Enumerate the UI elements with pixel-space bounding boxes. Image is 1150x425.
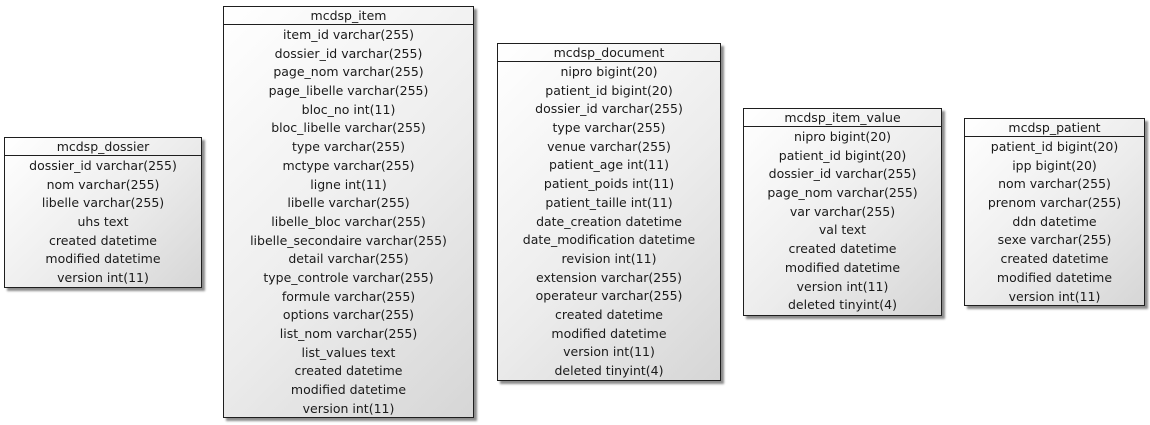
entity-fields: nipro bigint(20) patient_id bigint(20) dos…: [498, 62, 720, 381]
field-row: val text: [818, 222, 867, 238]
field-row: item_id varchar(255): [283, 27, 414, 42]
field-row: created datetime: [48, 232, 157, 248]
field-row: created datetime: [788, 241, 897, 257]
field-row: formule varchar(255): [281, 288, 416, 304]
field-row: libelle_bloc varchar(255): [271, 213, 426, 229]
field-row: libelle varchar(255): [41, 195, 165, 211]
field-row: patient_age int(11): [549, 157, 669, 173]
field-row: dossier_id varchar(255): [768, 166, 917, 182]
field-row: bloc_libelle varchar(255): [271, 120, 426, 136]
field-row: libelle varchar(255): [287, 195, 410, 211]
field-row: prenom varchar(255): [987, 195, 1122, 211]
field-row: options varchar(255): [282, 307, 415, 323]
field-row: patient_id bigint(20): [545, 82, 673, 98]
field-row: mctype varchar(255): [282, 157, 415, 173]
field-row: uhs text: [77, 214, 129, 230]
field-row: libelle_secondaire varchar(255): [250, 232, 447, 248]
field-row: nipro bigint(20): [560, 64, 658, 79]
entity-mcdsp-item[interactable]: mcdsp_item item_id varchar(255) dossier_i…: [223, 6, 474, 418]
field-row: deleted tinyint(4): [554, 363, 664, 378]
field-row: modified datetime: [45, 251, 161, 267]
field-row: nom varchar(255): [46, 176, 160, 192]
entity-title: mcdsp_dossier: [5, 138, 201, 156]
entity-fields: item_id varchar(255) dossier_id varchar(2…: [224, 25, 473, 418]
field-row: version int(11): [563, 344, 655, 360]
entity-mcdsp-patient[interactable]: mcdsp_patient patient_id bigint(20) ipp b…: [964, 118, 1145, 306]
field-row: version int(11): [796, 278, 889, 294]
field-row: deleted tinyint(4): [788, 297, 897, 313]
field-row: patient_poids int(11): [543, 176, 675, 192]
field-row: type_controle varchar(255): [263, 269, 434, 285]
field-row: revision int(11): [561, 250, 657, 266]
field-row: page_libelle varchar(255): [268, 83, 429, 99]
entity-fields: dossier_id varchar(255) nom varchar(255) l…: [5, 156, 201, 288]
field-row: type varchar(255): [552, 120, 666, 136]
field-row: dossier_id varchar(255): [274, 45, 423, 61]
field-row: extension varchar(255): [535, 269, 683, 285]
entity-title: mcdsp_item_value: [744, 109, 941, 127]
field-row: operateur varchar(255): [535, 288, 683, 304]
field-row: date_creation datetime: [536, 213, 682, 229]
field-row: modified datetime: [784, 259, 901, 275]
field-row: nipro bigint(20): [793, 129, 892, 144]
entity-title: mcdsp_patient: [965, 119, 1144, 137]
field-row: venue varchar(255): [547, 138, 671, 154]
field-row: detail varchar(255): [288, 251, 409, 267]
field-row: type varchar(255): [291, 139, 406, 155]
field-row: list_nom varchar(255): [279, 326, 418, 341]
field-row: ligne int(11): [310, 176, 387, 192]
field-row: var varchar(255): [789, 203, 896, 219]
field-row: page_nom varchar(255): [273, 64, 424, 80]
field-row: created datetime: [554, 306, 663, 322]
entity-fields: patient_id bigint(20) ipp bigint(20) nom v…: [965, 137, 1144, 306]
field-row: version int(11): [302, 400, 395, 416]
entity-mcdsp-item-value[interactable]: mcdsp_item_value nipro bigint(20) patient…: [743, 108, 942, 316]
field-row: bloc_no int(11): [301, 101, 396, 117]
field-row: version int(11): [57, 270, 149, 286]
entity-title: mcdsp_document: [498, 44, 720, 62]
entity-fields: nipro bigint(20) patient_id bigint(20) dos…: [744, 127, 941, 315]
field-row: sexe varchar(255): [997, 232, 1112, 248]
field-row: created datetime: [1000, 251, 1109, 267]
field-row: patient_taille int(11): [545, 194, 673, 210]
field-row: patient_id bigint(20): [990, 139, 1119, 154]
field-row: date_modification datetime: [522, 232, 696, 248]
field-row: dossier_id varchar(255): [29, 158, 177, 173]
field-row: modified datetime: [290, 382, 407, 398]
entity-mcdsp-dossier[interactable]: mcdsp_dossier dossier_id varchar(255) nom…: [4, 137, 202, 288]
field-row: modified datetime: [996, 269, 1113, 285]
field-row: list_values text: [301, 344, 396, 360]
field-row: page_nom varchar(255): [767, 185, 918, 201]
field-row: modified datetime: [551, 325, 667, 341]
field-row: nom varchar(255): [998, 176, 1111, 192]
field-row: patient_id bigint(20): [778, 147, 907, 163]
field-row: dossier_id varchar(255): [535, 101, 683, 117]
entity-title: mcdsp_item: [224, 7, 473, 25]
entity-mcdsp-document[interactable]: mcdsp_document nipro bigint(20) patient_i…: [497, 43, 721, 381]
field-row: ddn datetime: [1012, 213, 1097, 229]
field-row: created datetime: [294, 363, 403, 379]
field-row: version int(11): [1008, 288, 1101, 304]
field-row: ipp bigint(20): [1012, 157, 1097, 173]
